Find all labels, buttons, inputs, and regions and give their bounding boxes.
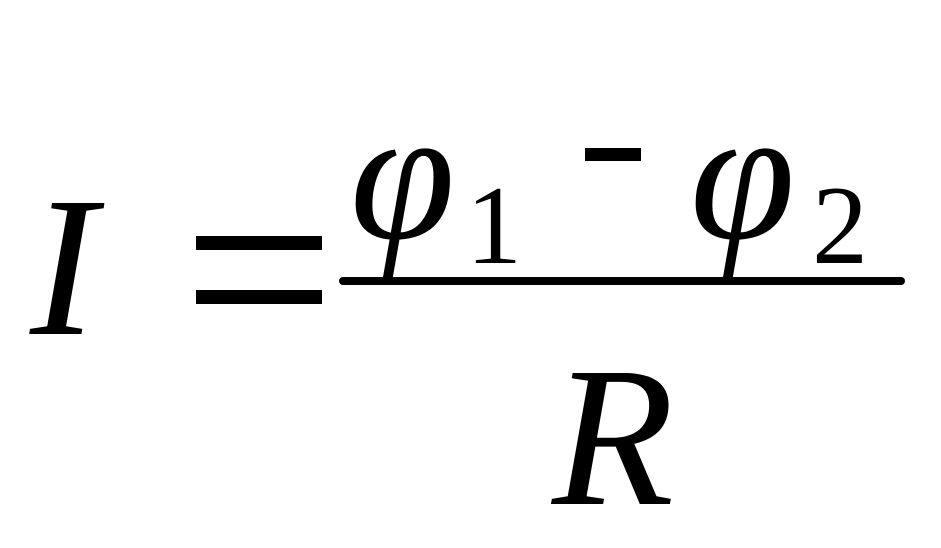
equals-sign-bottom xyxy=(196,290,322,304)
potential-2-subscript: 2 xyxy=(812,164,868,288)
equals-sign-top xyxy=(196,236,322,250)
minus-sign xyxy=(585,148,641,161)
fraction-bar xyxy=(339,277,905,285)
potential-1-subscript: 1 xyxy=(466,164,522,288)
resistance-symbol: R xyxy=(552,327,675,548)
formula: I φ 1 φ 2 R xyxy=(30,70,905,538)
potential-2-symbol: φ xyxy=(690,70,796,280)
potential-1-symbol: φ xyxy=(350,70,456,280)
current-symbol: I xyxy=(30,157,97,378)
